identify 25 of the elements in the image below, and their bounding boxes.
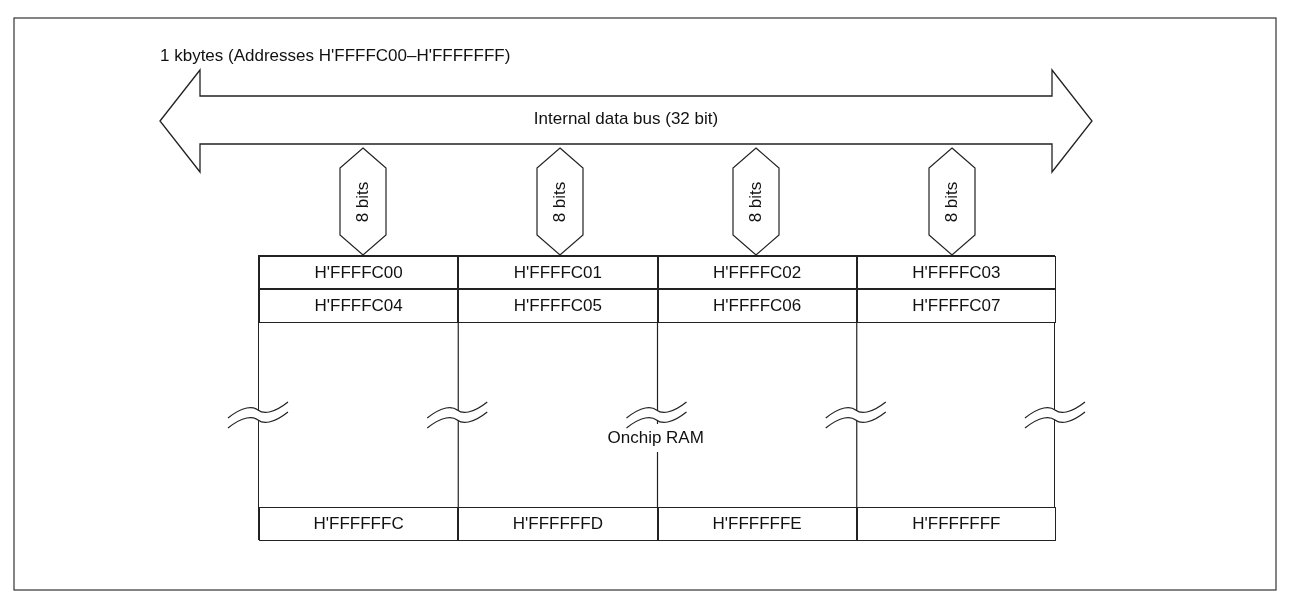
bus-double-arrow [160, 70, 1092, 172]
bit-width-label: 8 bits [942, 181, 962, 222]
address-cell: H'FFFFFFE [657, 507, 857, 541]
address-cell: H'FFFFFFF [856, 507, 1056, 541]
width-hexagon [929, 148, 975, 255]
memory-size-note: 1 kbytes (Addresses H'FFFFC00–H'FFFFFFF) [160, 46, 511, 66]
bus-label: Internal data bus (32 bit) [532, 109, 720, 129]
bit-width-label: 8 bits [550, 181, 570, 222]
address-cell: H'FFFFC05 [458, 289, 658, 323]
bit-width-label: 8 bits [746, 181, 766, 222]
width-hexagon [340, 148, 386, 255]
ram-block [258, 255, 1055, 540]
ram-label: Onchip RAM [605, 428, 706, 448]
bit-width-label: 8 bits [353, 181, 373, 222]
address-cell: H'FFFFFFC [259, 507, 459, 541]
address-cell: H'FFFFC02 [657, 256, 857, 289]
address-cell: H'FFFFC04 [259, 289, 459, 323]
address-cell: H'FFFFC07 [856, 289, 1056, 323]
address-cell: H'FFFFC03 [856, 256, 1056, 289]
address-cell: H'FFFFFFD [458, 507, 658, 541]
address-cell: H'FFFFC01 [458, 256, 658, 289]
width-hexagon [733, 148, 779, 255]
address-cell: H'FFFFC00 [259, 256, 459, 289]
width-hexagon [537, 148, 583, 255]
address-cell: H'FFFFC06 [657, 289, 857, 323]
